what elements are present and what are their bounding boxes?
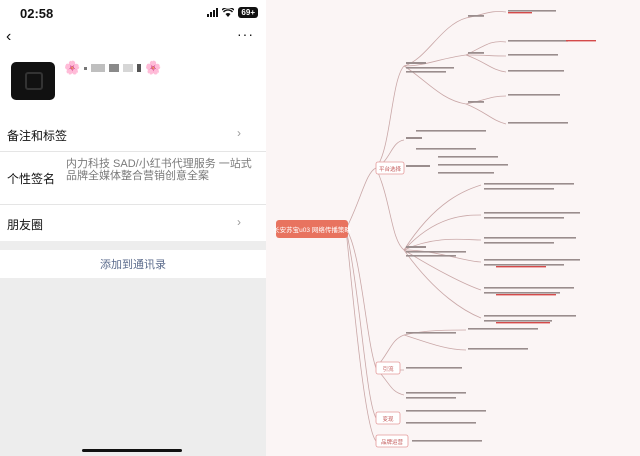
wifi-icon <box>222 8 235 17</box>
mindmap-branch-node <box>375 161 405 175</box>
mindmap-branch-label: 品牌运营 <box>381 438 404 446</box>
flower-icon: 🌸 <box>145 60 162 75</box>
mindmap-image: 长安苏宝u03 网络传播策略 平台选择 引流 变现 品牌运营 <box>266 0 640 456</box>
name-redacted-block <box>123 64 134 72</box>
mindmap-root-node <box>276 220 348 238</box>
add-to-contacts-button[interactable]: 添加到通讯录 <box>0 250 266 278</box>
flower-icon: 🌸 <box>64 60 81 75</box>
tags-row[interactable]: 备注和标签 › <box>0 117 266 151</box>
signature-label: 个性签名 <box>7 172 56 186</box>
more-icon[interactable]: ··· <box>237 26 254 42</box>
name-redacted-block <box>91 64 106 72</box>
mindmap-branch-node <box>375 411 401 425</box>
signal-icon <box>207 8 219 17</box>
mindmap-highlight-lines <box>496 12 596 324</box>
battery-badge: 69+ <box>238 7 258 18</box>
mindmap-connectors <box>345 11 507 442</box>
phone-screen: 02:58 69+ ‹ ··· 🌸 🌸 备注和标签 › <box>0 0 266 456</box>
chevron-right-icon: › <box>237 215 241 229</box>
tags-label: 备注和标签 <box>7 129 68 143</box>
home-indicator <box>82 449 182 452</box>
chevron-right-icon: › <box>237 126 241 140</box>
name-redacted-dot <box>84 66 88 70</box>
mindmap-text-lines <box>406 10 580 442</box>
signature-text: 内力科技 SAD/小红书代理服务 一站式品牌全媒体整合营销创意全案 <box>66 158 252 182</box>
name-redacted-block <box>137 64 142 72</box>
mindmap-branch-node <box>375 434 409 448</box>
mindmap-svg: 长安苏宝u03 网络传播策略 平台选择 引流 变现 品牌运营 <box>273 10 596 448</box>
mindmap-branch-label: 变现 <box>382 415 394 423</box>
status-time: 02:58 <box>20 6 54 21</box>
mindmap-root-label: 长安苏宝u03 网络传播策略 <box>273 225 351 234</box>
moments-label: 朋友圈 <box>7 218 44 232</box>
divider <box>0 204 266 205</box>
back-icon[interactable]: ‹ <box>6 28 12 45</box>
status-icons: 69+ <box>207 7 258 18</box>
mindmap-branch-label: 引流 <box>382 365 394 373</box>
mindmap-branch-label: 平台选择 <box>379 165 402 173</box>
moments-row[interactable]: 朋友圈 › <box>0 205 266 241</box>
divider <box>0 151 266 152</box>
mindmap-branch-node <box>375 361 401 375</box>
contact-name: 🌸 🌸 <box>64 60 161 76</box>
signature-row: 个性签名 内力科技 SAD/小红书代理服务 一站式品牌全媒体整合营销创意全案 <box>0 152 266 204</box>
avatar[interactable] <box>11 62 55 100</box>
profile-header: 02:58 69+ ‹ ··· 🌸 🌸 <box>0 0 266 117</box>
name-redacted-block <box>109 64 120 72</box>
